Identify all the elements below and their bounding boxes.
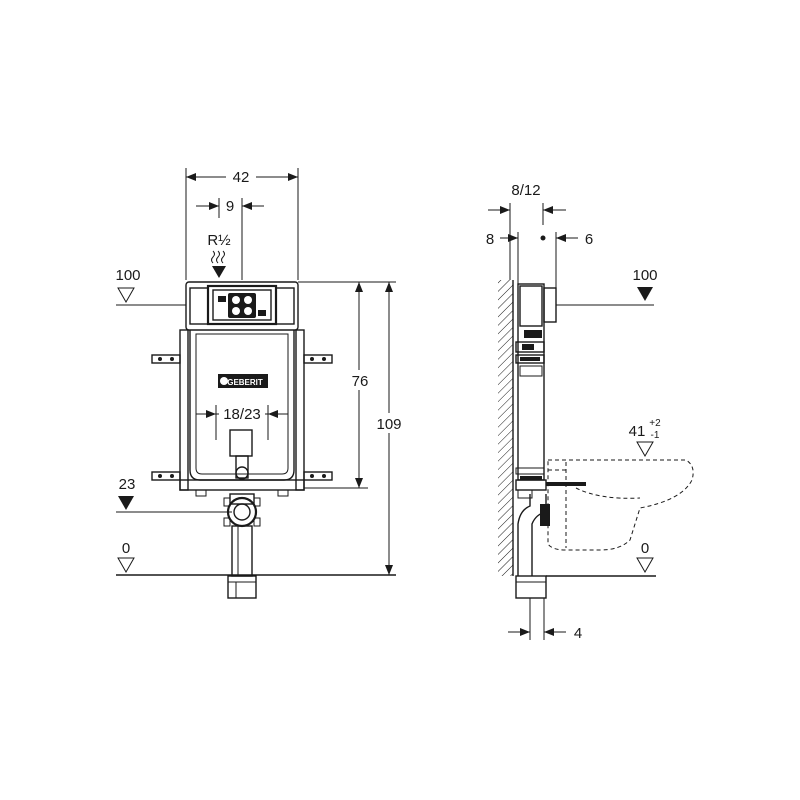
bowl-tolerance-minus: -1 bbox=[651, 430, 660, 441]
wall-bracket-left-top bbox=[151, 354, 181, 364]
frame-body: GEBERIT bbox=[151, 281, 333, 497]
bowl-tolerance-plus: +2 bbox=[649, 418, 661, 429]
front-offset-label: 6 bbox=[585, 231, 593, 248]
pipe-offset-side-dimension: 4 bbox=[508, 598, 582, 642]
front-offset-dimension: 6 bbox=[555, 231, 593, 288]
flush-opening-dimension: 18/23 bbox=[196, 404, 288, 440]
pipe-offset-label: 9 bbox=[226, 198, 234, 215]
level-filled-triangle-icon bbox=[118, 496, 134, 510]
pipe-offset-side-label: 4 bbox=[574, 625, 582, 642]
level-0-marker-front: 0 bbox=[116, 540, 396, 576]
level-0-marker-side: 0 bbox=[546, 540, 656, 577]
level-100-marker: 100 bbox=[115, 267, 186, 306]
wall-bracket-right-top bbox=[303, 354, 333, 364]
level-open-triangle-icon bbox=[636, 557, 654, 574]
frame-height-dimension: 76 bbox=[298, 281, 374, 489]
depth-range-label: 8/12 bbox=[511, 182, 540, 199]
pipe-offset-dimension: 9 bbox=[196, 198, 264, 280]
level-open-triangle-icon bbox=[636, 441, 654, 458]
total-height-dimension: 109 bbox=[368, 281, 406, 575]
level-floor-side-label: 0 bbox=[641, 540, 649, 557]
level-open-triangle-icon bbox=[117, 287, 135, 304]
toilet-bowl-outline bbox=[547, 459, 694, 551]
connection-label: R½ bbox=[207, 232, 231, 249]
water-connection: R½ bbox=[207, 232, 231, 278]
wall-gap-label: 8 bbox=[486, 231, 494, 248]
brand-plate-label: GEBERIT bbox=[227, 378, 263, 387]
flush-mechanism-icon bbox=[218, 293, 266, 318]
bowl-height-label: 41 bbox=[629, 423, 646, 440]
brand-plate: GEBERIT bbox=[218, 374, 268, 388]
flush-opening-label: 18/23 bbox=[223, 406, 261, 423]
level-top-label: 100 bbox=[115, 267, 140, 284]
front-view: 42 9 R½ 100 bbox=[115, 168, 406, 599]
level-filled-triangle-icon bbox=[637, 287, 653, 301]
reference-point-icon bbox=[540, 235, 546, 241]
wall-section bbox=[498, 280, 514, 576]
total-height-label: 109 bbox=[376, 416, 401, 433]
bowl-height-marker: 41 +2 -1 bbox=[629, 418, 661, 458]
drain-pipe bbox=[223, 493, 261, 599]
connection-arrow-icon bbox=[212, 266, 226, 278]
wall-bracket-right-bottom bbox=[303, 471, 333, 481]
level-23-marker: 23 bbox=[116, 476, 232, 513]
drain-pipe-side bbox=[515, 494, 550, 599]
side-view: 8/12 8 6 bbox=[486, 182, 694, 642]
level-100-marker-side: 100 bbox=[556, 267, 658, 306]
level-floor-label: 0 bbox=[122, 540, 130, 557]
wall-bracket-left-bottom bbox=[151, 471, 181, 481]
level-open-triangle-icon bbox=[117, 557, 135, 574]
level-top-side-label: 100 bbox=[632, 267, 657, 284]
width-dimension: 42 bbox=[185, 168, 299, 280]
frame-side bbox=[515, 283, 586, 499]
width-label: 42 bbox=[233, 169, 250, 186]
level-drain-label: 23 bbox=[119, 476, 136, 493]
frame-height-label: 76 bbox=[352, 373, 369, 390]
wall-gap-dimension: 8 bbox=[486, 231, 546, 285]
depth-range-dimension: 8/12 bbox=[488, 182, 566, 280]
